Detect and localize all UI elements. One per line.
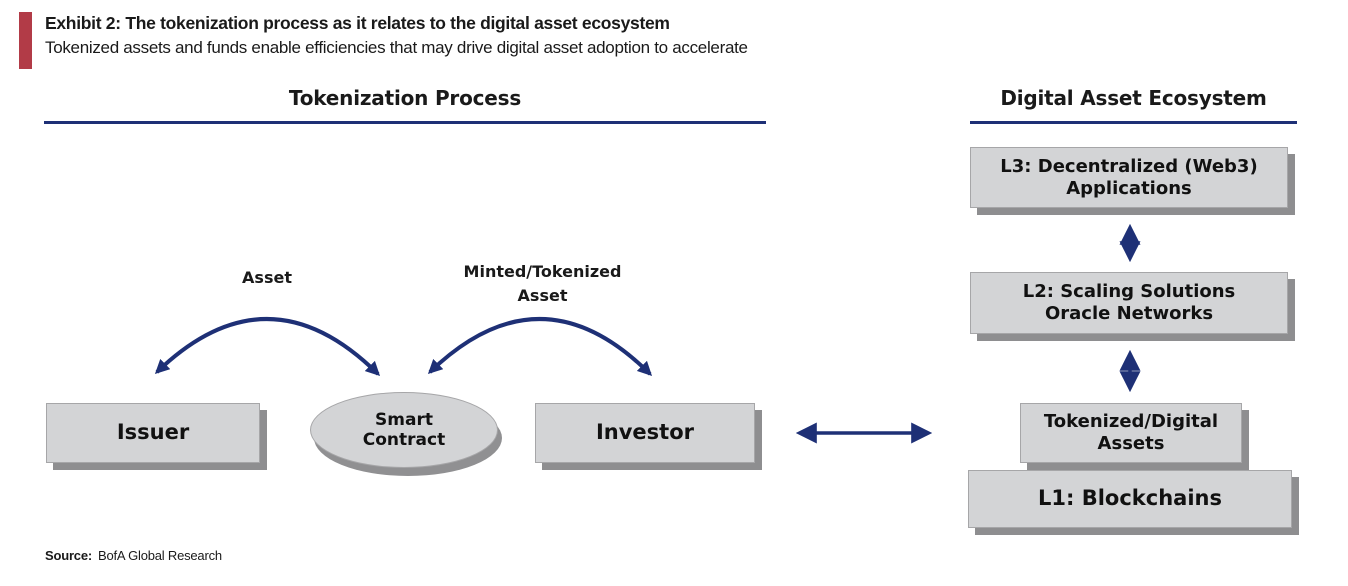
exhibit-accent-bar [19, 12, 32, 69]
l1-blockchains-box: L1: Blockchains [968, 470, 1292, 528]
exhibit-subtitle: Tokenized assets and funds enable effici… [45, 38, 748, 57]
tokenized-digital-assets-label: Tokenized/Digital Assets [1043, 411, 1219, 454]
l2-label: L2: Scaling Solutions Oracle Networks [1022, 281, 1236, 324]
exhibit-title: Exhibit 2: The tokenization process as i… [45, 13, 670, 33]
l3-label: L3: Decentralized (Web3) Applications [1000, 155, 1258, 199]
smart-contract-ellipse: Smart Contract [310, 392, 498, 468]
l3-decentralized-applications-box: L3: Decentralized (Web3) Applications [970, 147, 1288, 208]
l2-scaling-solutions-box: L2: Scaling Solutions Oracle Networks [970, 272, 1288, 334]
issuer-box: Issuer [46, 403, 260, 463]
investor-label: Investor [595, 420, 695, 445]
smart-contract-label: Smart Contract [362, 409, 446, 450]
digital-asset-ecosystem-section-title: Digital Asset Ecosystem [1000, 86, 1267, 110]
tokenization-process-section-title: Tokenization Process [288, 86, 522, 110]
tokenization-process-underline [44, 121, 766, 124]
source-line: Source: BofA Global Research [45, 548, 222, 563]
minted-asset-flow-arc-arrow [427, 317, 653, 377]
investor-box: Investor [535, 403, 755, 463]
source-label: Source: [45, 548, 93, 563]
issuer-label: Issuer [116, 420, 190, 445]
tokenized-digital-assets-box: Tokenized/Digital Assets [1020, 403, 1242, 463]
asset-flow-label: Asset [242, 268, 292, 287]
source-text: BofA Global Research [98, 548, 222, 563]
minted-tokenized-asset-flow-label: Minted/Tokenized Asset [463, 262, 622, 305]
digital-asset-ecosystem-underline [970, 121, 1297, 124]
asset-flow-arc-arrow [154, 317, 381, 377]
l1-label: L1: Blockchains [1038, 486, 1222, 511]
